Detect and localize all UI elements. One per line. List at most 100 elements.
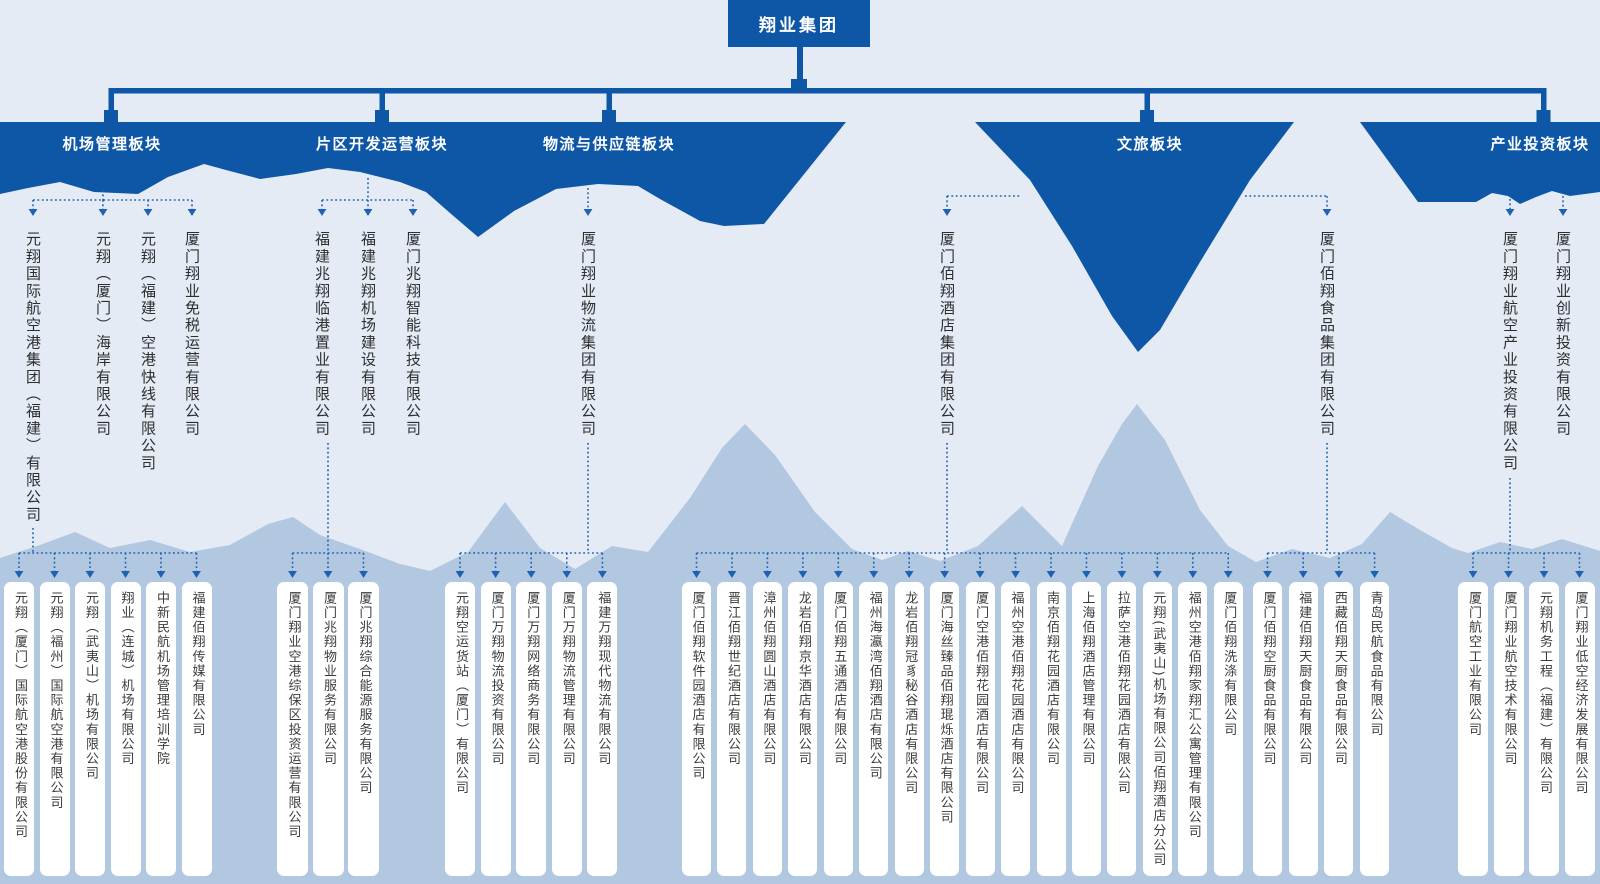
- child-company-name: 元翔机务工程（福建）有限公司: [1537, 591, 1552, 796]
- child-company-card: 厦门翔业低空经济发展有限公司: [1564, 582, 1595, 876]
- child-company-card: 厦门佰翔软件园酒店有限公司: [682, 582, 711, 876]
- arrowhead-icon: [727, 571, 737, 578]
- subsidiary-company-name: 厦门翔业物流集团有限公司: [579, 231, 597, 438]
- child-company-name: 漳州佰翔圆山酒店有限公司: [760, 591, 776, 767]
- child-company-card: 晋江佰翔世纪酒店有限公司: [717, 582, 747, 876]
- arrowhead-icon: [1505, 209, 1515, 216]
- subsidiary-company-name: 福建兆翔临港置业有限公司: [313, 231, 331, 438]
- child-company-name: 拉萨空港佰翔花园酒店有限公司: [1114, 591, 1130, 796]
- arrowhead-icon: [1504, 571, 1513, 578]
- arrowhead-icon: [187, 209, 197, 216]
- child-company-name: 厦门万翔物流管理有限公司: [559, 591, 575, 767]
- arrowhead-icon: [526, 571, 536, 578]
- arrowhead-icon: [1082, 571, 1091, 578]
- child-company-name: 福建万翔现代物流有限公司: [595, 591, 611, 767]
- arrowhead-icon: [50, 571, 59, 578]
- child-company-card: 厦门万翔网络商务有限公司: [516, 582, 547, 876]
- arrowhead-icon: [1152, 571, 1162, 578]
- child-company-name: 福建佰翔天厨食品有限公司: [1296, 591, 1312, 767]
- child-company-card: 元翔（福州）国际航空港有限公司: [39, 582, 70, 876]
- arrowhead-icon: [14, 571, 24, 578]
- child-company-name: 福州空港佰翔家翔汇公寓管理有限公司: [1185, 591, 1201, 840]
- child-company-card: 福建佰翔传媒有限公司: [181, 582, 212, 876]
- child-company-card: 福建佰翔天厨食品有限公司: [1288, 582, 1318, 876]
- child-company-name: 龙岩佰翔冠豸秘谷酒店有限公司: [902, 591, 918, 796]
- child-company-name: 南京佰翔花园酒店有限公司: [1044, 591, 1059, 767]
- arrowhead-icon: [1334, 571, 1344, 578]
- child-company-card: 青岛民航食品有限公司: [1360, 582, 1390, 876]
- child-company-name: 厦门航空工业有限公司: [1466, 591, 1481, 737]
- child-company-card: 厦门翔业航空技术有限公司: [1493, 582, 1524, 876]
- child-company-name: 青岛民航食品有限公司: [1367, 591, 1383, 737]
- subsidiary-company-name: 厦门佰翔酒店集团有限公司: [938, 231, 956, 438]
- child-company-name: 福建佰翔传媒有限公司: [189, 591, 205, 737]
- arrowhead-icon: [359, 571, 368, 578]
- arrowhead-icon: [156, 571, 166, 578]
- child-company-name: 厦门兆翔综合能源服务有限公司: [356, 591, 372, 796]
- child-company-card: 厦门佰翔五通酒店有限公司: [823, 582, 853, 876]
- child-company-name: 福州空港佰翔花园酒店有限公司: [1008, 591, 1024, 796]
- arrowhead-icon: [143, 209, 153, 216]
- child-company-card: 福州空港佰翔家翔汇公寓管理有限公司: [1178, 582, 1208, 876]
- arrowhead-icon: [98, 209, 108, 216]
- arrowhead-icon: [323, 571, 333, 578]
- division-label-logistics-supply: 物流与供应链板块: [542, 135, 676, 153]
- division-label-culture-tourism: 文旅板块: [1116, 135, 1184, 153]
- child-company-card: 厦门翔业空港综保区投资运营有限公司: [277, 582, 308, 876]
- child-company-card: 漳州佰翔圆山酒店有限公司: [752, 582, 782, 876]
- child-company-name: 晋江佰翔世纪酒店有限公司: [724, 591, 740, 767]
- child-company-name: 元翔（厦门）国际航空港股份有限公司: [12, 591, 27, 840]
- division-label-area-development: 片区开发运营板块: [315, 135, 449, 153]
- arrowhead-icon: [1046, 571, 1056, 578]
- child-company-name: 厦门佰翔五通酒店有限公司: [831, 591, 847, 767]
- division-label-airport-management: 机场管理板块: [62, 135, 162, 153]
- child-company-name: 元翔（武夷山）机场有限公司: [83, 591, 98, 781]
- child-company-card: 元翔空运货站（厦门）有限公司: [445, 582, 475, 876]
- arrowhead-icon: [1263, 571, 1272, 578]
- subsidiary-company-name: 厦门翔业航空产业投资有限公司: [1501, 231, 1519, 472]
- child-company-name: 厦门海丝臻品佰翔琨烁酒店有限公司: [937, 591, 953, 825]
- arrowhead-icon: [121, 571, 130, 578]
- child-company-card: 翔业（连城）机场有限公司: [110, 582, 141, 876]
- child-company-name: 厦门翔业低空经济发展有限公司: [1572, 591, 1588, 796]
- child-company-card: 拉萨空港佰翔花园酒店有限公司: [1107, 582, 1137, 876]
- arrowhead-icon: [942, 209, 952, 216]
- subsidiary-company-name: 厦门翔业创新投资有限公司: [1554, 231, 1572, 438]
- child-company-name: 元翔（福州）国际航空港有限公司: [47, 591, 63, 810]
- child-company-name: 厦门佰翔空厨食品有限公司: [1260, 591, 1276, 767]
- arrowhead-icon: [1322, 209, 1332, 216]
- arrowhead-icon: [1188, 571, 1198, 578]
- arrowhead-icon: [491, 571, 500, 578]
- child-company-card: 元翔（武夷山）机场有限公司: [75, 582, 105, 876]
- arrowhead-icon: [833, 571, 843, 578]
- child-company-card: 厦门万翔物流投资有限公司: [480, 582, 511, 876]
- child-company-card: 福州空港佰翔花园酒店有限公司: [1001, 582, 1031, 876]
- arrowhead-icon: [692, 571, 701, 578]
- child-company-card: 上海佰翔酒店管理有限公司: [1071, 582, 1101, 876]
- child-company-card: 南京佰翔花园酒店有限公司: [1036, 582, 1066, 876]
- child-company-name: 厦门佰翔软件园酒店有限公司: [689, 591, 705, 781]
- child-company-card: 厦门佰翔洗涤有限公司: [1213, 582, 1243, 876]
- child-company-name: 厦门兆翔物业服务有限公司: [321, 591, 336, 767]
- arrowhead-icon: [598, 571, 607, 578]
- root-node: 翔业集团: [728, 0, 870, 47]
- child-company-card: 福州海瀛湾佰翔酒店有限公司: [859, 582, 889, 876]
- arrowhead-icon: [583, 209, 593, 216]
- child-company-name: 厦门翔业空港综保区投资运营有限公司: [285, 591, 301, 840]
- arrowhead-icon: [798, 571, 808, 578]
- child-company-card: 龙岩佰翔京华酒店有限公司: [788, 582, 818, 876]
- arrowhead-icon: [363, 209, 373, 216]
- child-company-name: 厦门空港佰翔花园酒店有限公司: [973, 591, 989, 796]
- child-company-card: 厦门海丝臻品佰翔琨烁酒店有限公司: [930, 582, 960, 876]
- arrowhead-icon: [1223, 571, 1233, 578]
- child-company-card: 中新民航机场管理培训学院: [146, 582, 176, 876]
- arrowhead-icon: [1117, 571, 1127, 578]
- arrowhead-icon: [288, 571, 297, 578]
- subsidiary-company-name: 元翔国际航空港集团（福建）有限公司: [24, 231, 42, 524]
- child-company-name: 翔业（连城）机场有限公司: [118, 591, 134, 767]
- arrowhead-icon: [1370, 571, 1379, 578]
- subsidiary-company-name: 元翔（福建）空港快线有限公司: [139, 231, 157, 472]
